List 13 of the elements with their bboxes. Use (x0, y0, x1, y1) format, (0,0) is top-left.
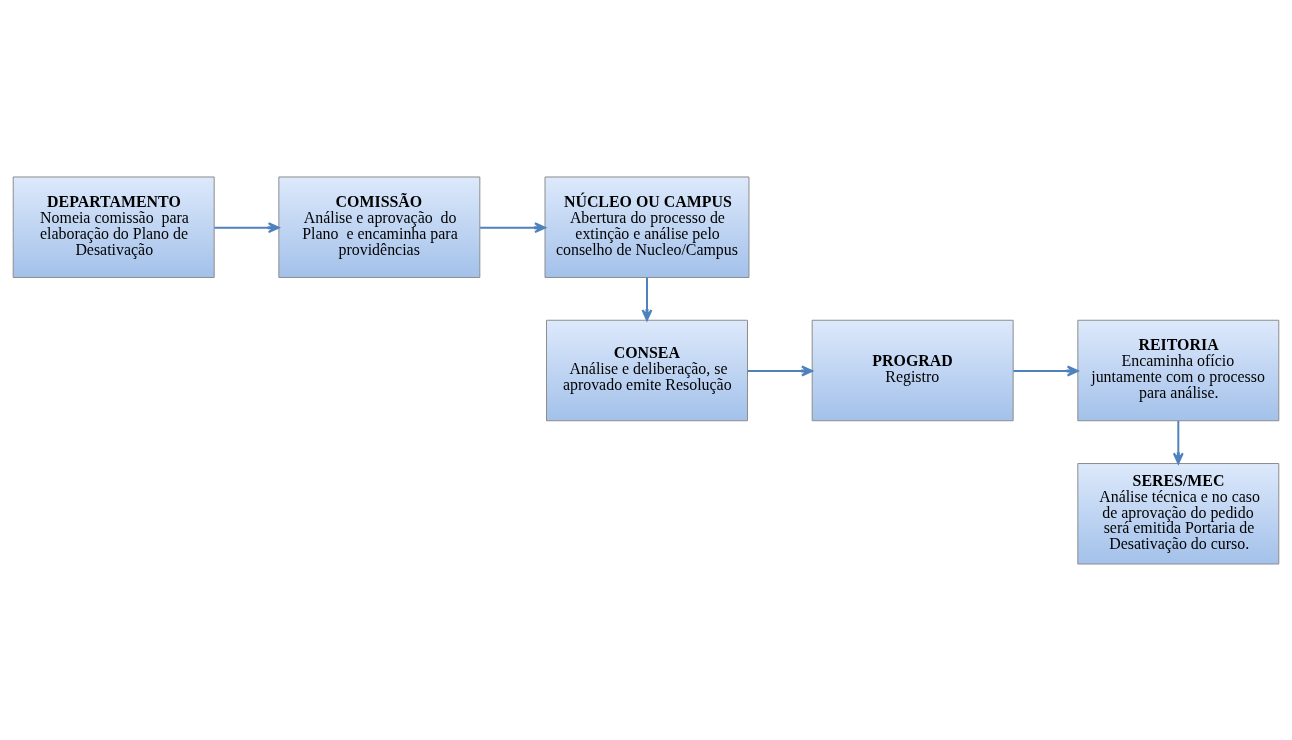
arrow (746, 365, 813, 376)
arrow (1172, 419, 1184, 464)
node-box: REITORIA Encaminha ofício juntamente com o processo para análise. (1077, 319, 1280, 421)
node-box: PROGRAD Registro (811, 319, 1014, 421)
node-box: DEPARTAMENTO Nomeia comissão para elaboração do Plano de Desativação (12, 176, 215, 278)
node-box: CONSEA Análise e deliberação, se aprovado emite Resolução (546, 319, 748, 421)
arrow (641, 276, 653, 321)
arrow (1012, 365, 1079, 376)
node-box: NÚCLEO OU CAMPUS Abertura do processo de extinção e análise pelo conselho de Nucleo/Campus (544, 176, 750, 278)
node-box: SERES/MEC Análise técnica e no caso de aprovação do pedido será emitida Portaria de Desativação do curso. (1077, 462, 1280, 564)
arrow (479, 221, 546, 233)
arrow (213, 221, 280, 233)
node-box: COMISSÃO Análise e aprovação do Plano e encaminha para providências (278, 176, 481, 278)
